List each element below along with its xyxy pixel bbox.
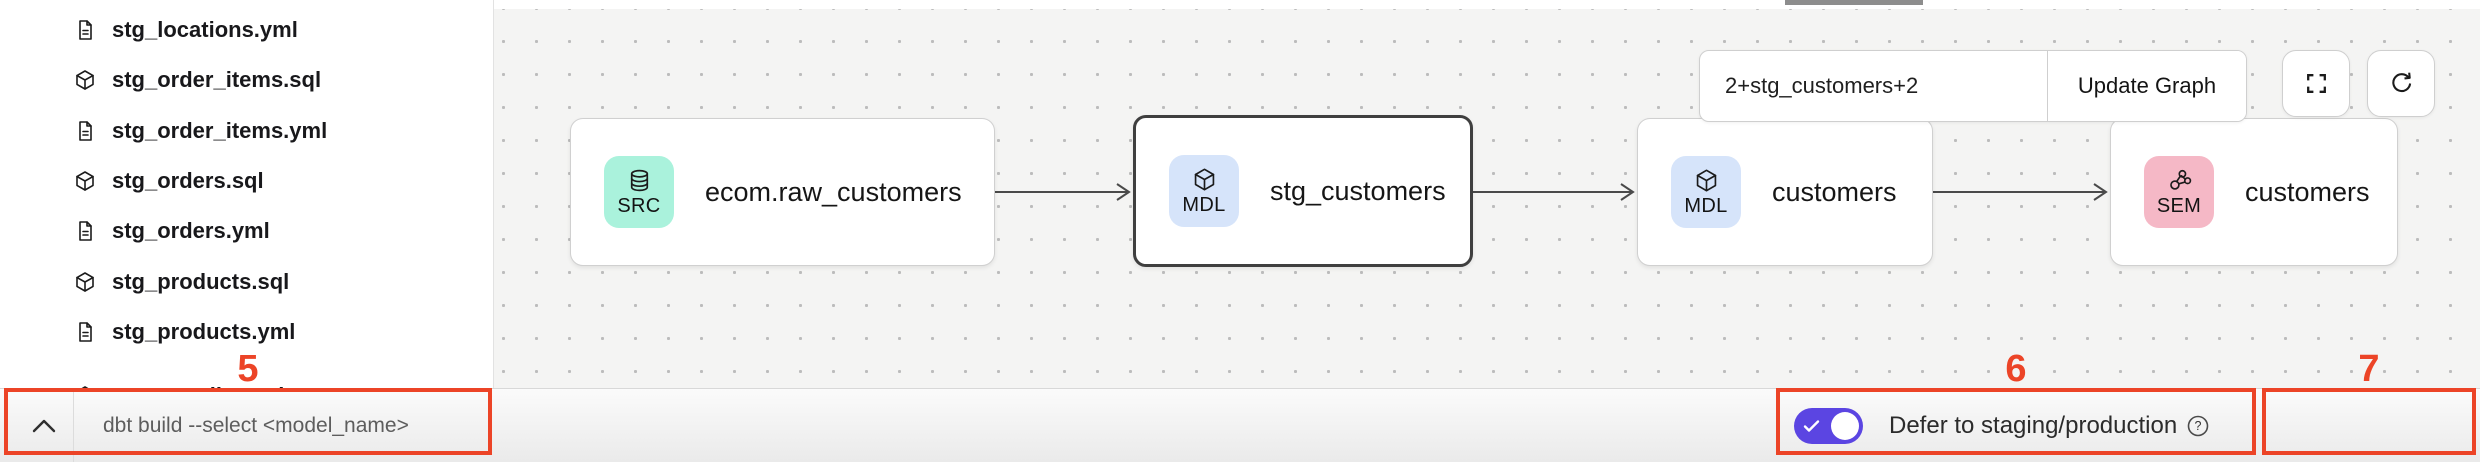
graph-node-model-selected[interactable]: MDL stg_customers — [1133, 115, 1473, 267]
file-item[interactable]: stg_orders.sql — [73, 156, 264, 206]
cube-icon — [1194, 167, 1214, 191]
model-badge: MDL — [1671, 156, 1741, 228]
file-name: stg_order_items.yml — [112, 118, 328, 143]
help-icon[interactable]: ? — [2186, 414, 2210, 438]
command-bar: dbt build --select <model_name> Defer to… — [0, 388, 2480, 462]
lineage-canvas[interactable]: SRC ecom.raw_customers MDL stg_customers… — [494, 0, 2480, 388]
fullscreen-button[interactable] — [2282, 50, 2350, 117]
graph-node-semantic[interactable]: SEM customers — [2110, 118, 2398, 266]
graph-node-model[interactable]: MDL customers — [1637, 118, 1933, 266]
source-badge: SRC — [604, 156, 674, 228]
node-label: stg_customers — [1270, 175, 1446, 206]
update-graph-button[interactable]: Update Graph — [2048, 51, 2246, 121]
file-name: stg_products.yml — [112, 319, 296, 344]
edge-arrow — [995, 183, 1131, 201]
badge-label: SRC — [617, 194, 661, 217]
file-name: stg_locations.yml — [112, 17, 298, 42]
file-name: stg_products.sql — [112, 269, 290, 294]
file-name: stg_orders.yml — [112, 218, 270, 243]
file-item[interactable]: stg_supplies.sql — [73, 371, 284, 388]
file-item[interactable]: stg_locations.yml — [73, 5, 298, 55]
yml-file-icon — [79, 20, 92, 40]
panel-drag-handle[interactable] — [1785, 0, 1923, 5]
defer-label: Defer to staging/production — [1889, 412, 2178, 439]
node-label: ecom.raw_customers — [705, 176, 962, 207]
canvas-top-strip — [494, 0, 2480, 9]
file-name: stg_order_items.sql — [112, 67, 322, 92]
svg-text:?: ? — [2195, 419, 2202, 433]
file-name: stg_supplies.sql — [112, 383, 284, 388]
file-tree-sidebar: stg_locations.yml stg_order_items.sql st… — [0, 0, 494, 388]
yml-file-icon — [79, 221, 92, 241]
expand-command-panel-button[interactable] — [22, 389, 66, 462]
badge-label: MDL — [1684, 194, 1728, 217]
sql-model-icon — [76, 171, 94, 191]
refresh-icon — [2391, 72, 2411, 93]
chevron-up-icon — [32, 419, 56, 433]
yml-file-icon — [79, 322, 92, 342]
cube-icon — [1696, 168, 1716, 192]
command-input[interactable]: dbt build --select <model_name> — [103, 414, 409, 437]
defer-control: Defer to staging/production ? — [1794, 389, 2210, 462]
model-badge: MDL — [1169, 155, 1239, 227]
file-name: stg_orders.sql — [112, 168, 264, 193]
file-item[interactable]: stg_products.yml — [73, 307, 295, 357]
toggle-knob — [1831, 412, 1859, 440]
semantic-badge: SEM — [2144, 156, 2214, 228]
sql-model-icon — [76, 272, 94, 292]
edge-arrow — [1473, 183, 1635, 201]
yml-file-icon — [79, 121, 92, 141]
defer-toggle[interactable] — [1794, 408, 1863, 444]
sql-model-icon — [76, 70, 94, 90]
refresh-graph-button[interactable] — [2367, 50, 2435, 117]
file-item[interactable]: stg_order_items.yml — [73, 106, 327, 156]
semantic-model-icon — [2169, 169, 2191, 190]
fullscreen-icon — [2306, 74, 2326, 93]
badge-label: SEM — [2156, 194, 2202, 217]
graph-selector-input[interactable]: 2+stg_customers+2 — [1700, 51, 2048, 121]
database-icon — [630, 169, 648, 191]
node-label: customers — [2245, 176, 2370, 207]
check-icon — [1803, 420, 1820, 432]
file-item[interactable]: stg_products.sql — [73, 257, 289, 307]
badge-label: MDL — [1182, 193, 1226, 216]
file-item[interactable]: stg_orders.yml — [73, 206, 270, 256]
node-label: customers — [1772, 176, 1897, 207]
edge-arrow — [1933, 183, 2108, 201]
command-bar-divider — [73, 390, 74, 462]
graph-node-source[interactable]: SRC ecom.raw_customers — [570, 118, 995, 266]
file-item[interactable]: stg_order_items.sql — [73, 55, 321, 105]
graph-selector-group: 2+stg_customers+2 Update Graph — [1699, 50, 2247, 122]
